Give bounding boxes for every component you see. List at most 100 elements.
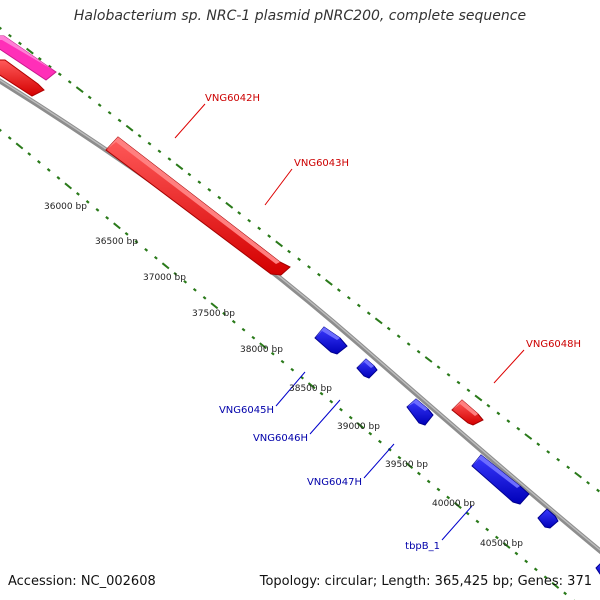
gene-blue-corner[interactable] (595, 562, 600, 576)
minor-tick (436, 487, 441, 492)
minor-tick (137, 134, 142, 138)
gene-label-vng6042h[interactable]: VNG6042H (205, 93, 260, 104)
minor-tick (319, 391, 324, 396)
gene-label-tbpb-1[interactable]: tbpB_1 (405, 541, 440, 552)
minor-tick (465, 511, 470, 516)
minor-tick (466, 388, 471, 393)
gene-tbpb-1[interactable] (471, 454, 530, 505)
gene-vng6047h[interactable] (406, 398, 434, 426)
minor-tick (307, 265, 311, 269)
gene-red-edge[interactable] (0, 59, 45, 97)
minor-tick (97, 103, 102, 107)
minor-tick (202, 295, 207, 300)
minor-tick (486, 403, 491, 408)
minor-tick (496, 411, 501, 416)
minor-tick (251, 335, 256, 340)
minor-tick (563, 591, 568, 596)
gene-vng6046h[interactable] (356, 358, 378, 379)
minor-tick (87, 95, 92, 100)
minor-tick (153, 255, 158, 260)
minor-tick (76, 192, 80, 196)
minor-tick (107, 110, 112, 115)
leader-vng6046h (309, 399, 341, 435)
minor-tick (317, 272, 321, 277)
major-tick (225, 201, 234, 209)
minor-tick (485, 527, 490, 532)
major-tick (25, 47, 34, 55)
minor-tick (117, 118, 122, 123)
major-tick (551, 581, 560, 589)
major-tick (424, 356, 433, 363)
minor-tick (18, 41, 22, 46)
gene-label-vng6046h[interactable]: VNG6046H (253, 433, 308, 444)
leader-tbpb-1 (441, 505, 473, 541)
scale-label: 38000 bp (240, 345, 283, 355)
minor-tick (57, 72, 62, 77)
minor-tick (329, 399, 334, 404)
minor-tick (475, 519, 480, 524)
minor-tick (378, 439, 382, 444)
minor-tick (397, 455, 402, 460)
minor-tick (187, 172, 192, 177)
minor-tick (231, 319, 236, 324)
minor-tick (192, 287, 197, 292)
minor-tick (270, 351, 275, 356)
minor-tick (247, 218, 252, 223)
major-tick (210, 302, 219, 310)
minor-tick (287, 249, 291, 254)
minor-tick (267, 234, 272, 238)
minor-tick (456, 380, 461, 385)
minor-tick (566, 465, 571, 470)
minor-tick (237, 211, 242, 215)
minor-tick (37, 57, 42, 61)
scale-label: 38500 bp (289, 384, 332, 394)
minor-tick (536, 442, 541, 447)
gene-vng6043h[interactable] (105, 136, 291, 276)
minor-tick (336, 288, 341, 292)
minor-tick (105, 216, 110, 220)
minor-tick (368, 431, 373, 436)
leader-vng6043h (264, 168, 293, 206)
minor-tick (7, 136, 12, 140)
leader-vng6045h (275, 371, 306, 407)
scale-label: 37000 bp (143, 273, 186, 283)
minor-tick (339, 407, 343, 412)
gene-pink[interactable] (0, 35, 57, 81)
minor-tick (346, 295, 351, 300)
major-tick (175, 163, 184, 171)
gene-leader-lines (174, 103, 525, 541)
leader-vng6048h (493, 349, 525, 384)
major-tick (75, 86, 84, 93)
minor-tick (47, 64, 52, 69)
gene-label-vng6048h[interactable]: VNG6048H (526, 339, 581, 350)
minor-tick (157, 149, 162, 154)
major-tick (324, 279, 333, 286)
minor-tick (297, 257, 301, 262)
gene-vng6048h[interactable] (451, 399, 484, 426)
gene-label-vng6043h[interactable]: VNG6043H (294, 158, 349, 169)
minor-tick (446, 495, 451, 500)
minor-tick (241, 327, 246, 332)
leader-vng6042h (174, 103, 206, 139)
minor-tick (217, 195, 222, 200)
minor-tick (516, 426, 521, 431)
minor-tick (207, 188, 212, 192)
major-tick (64, 182, 73, 190)
tick-tracks (0, 26, 600, 600)
minor-tick (36, 160, 41, 164)
minor-tick (280, 359, 285, 364)
gene-vng6045h[interactable] (314, 326, 348, 355)
major-tick (113, 222, 121, 230)
minor-tick (85, 200, 90, 204)
major-tick (307, 382, 316, 390)
minor-tick (387, 447, 392, 452)
gene-blue-small-edge[interactable] (537, 508, 559, 529)
major-tick (474, 394, 483, 402)
minor-tick (446, 373, 451, 377)
minor-tick (426, 479, 431, 484)
gene-label-vng6047h[interactable]: VNG6047H (307, 477, 362, 488)
minor-tick (586, 480, 590, 485)
minor-tick (167, 157, 172, 161)
gene-label-vng6045h[interactable]: VNG6045H (219, 405, 274, 416)
minor-tick (596, 488, 600, 493)
